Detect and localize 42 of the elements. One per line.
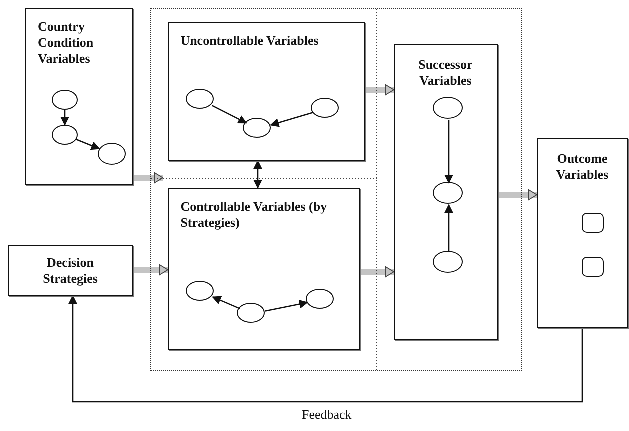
block-arrow xyxy=(133,172,164,184)
arrow xyxy=(212,105,248,124)
variable-ellipse xyxy=(52,124,78,145)
variable-ellipse xyxy=(243,118,272,138)
block-arrow xyxy=(360,266,394,278)
variable-group-box xyxy=(394,44,498,340)
variable-ellipse xyxy=(237,303,266,324)
node-title: Controllable Variables (by Strategies) xyxy=(180,198,328,230)
block-arrow xyxy=(133,264,168,276)
rounded-box xyxy=(582,212,604,233)
arrow xyxy=(265,300,308,312)
node-title: Uncontrollable Variables xyxy=(180,32,319,49)
arrow xyxy=(270,112,314,128)
arrow xyxy=(68,295,584,403)
node-title: Decision Strategies xyxy=(42,254,99,286)
arrow xyxy=(444,204,454,252)
arrow xyxy=(60,110,70,126)
variable-ellipse xyxy=(433,251,464,274)
rounded-box xyxy=(582,256,604,277)
variable-ellipse xyxy=(52,90,78,110)
variable-ellipse xyxy=(186,281,214,302)
variable-group-box xyxy=(168,22,365,161)
variable-group-box xyxy=(8,245,133,296)
variable-ellipse xyxy=(186,89,214,110)
arrow xyxy=(212,296,240,310)
node-title: Outcome Variables xyxy=(555,151,610,183)
dotted-frame xyxy=(150,8,522,371)
variable-ellipse xyxy=(433,97,464,120)
block-arrow xyxy=(498,190,538,200)
variable-ellipse xyxy=(306,289,334,310)
variable-ellipse xyxy=(433,182,464,204)
variable-group-box xyxy=(25,8,133,185)
node-title: Country Condition Variables xyxy=(38,19,95,67)
arrow xyxy=(444,120,454,184)
variable-group-box xyxy=(537,138,628,328)
arrow xyxy=(76,139,100,150)
variable-group-box xyxy=(168,188,360,350)
block-arrow xyxy=(365,84,394,96)
variable-ellipse xyxy=(311,98,340,118)
variable-ellipse xyxy=(98,142,126,165)
node-title: Successor Variables xyxy=(418,56,474,88)
arrow xyxy=(254,160,262,189)
